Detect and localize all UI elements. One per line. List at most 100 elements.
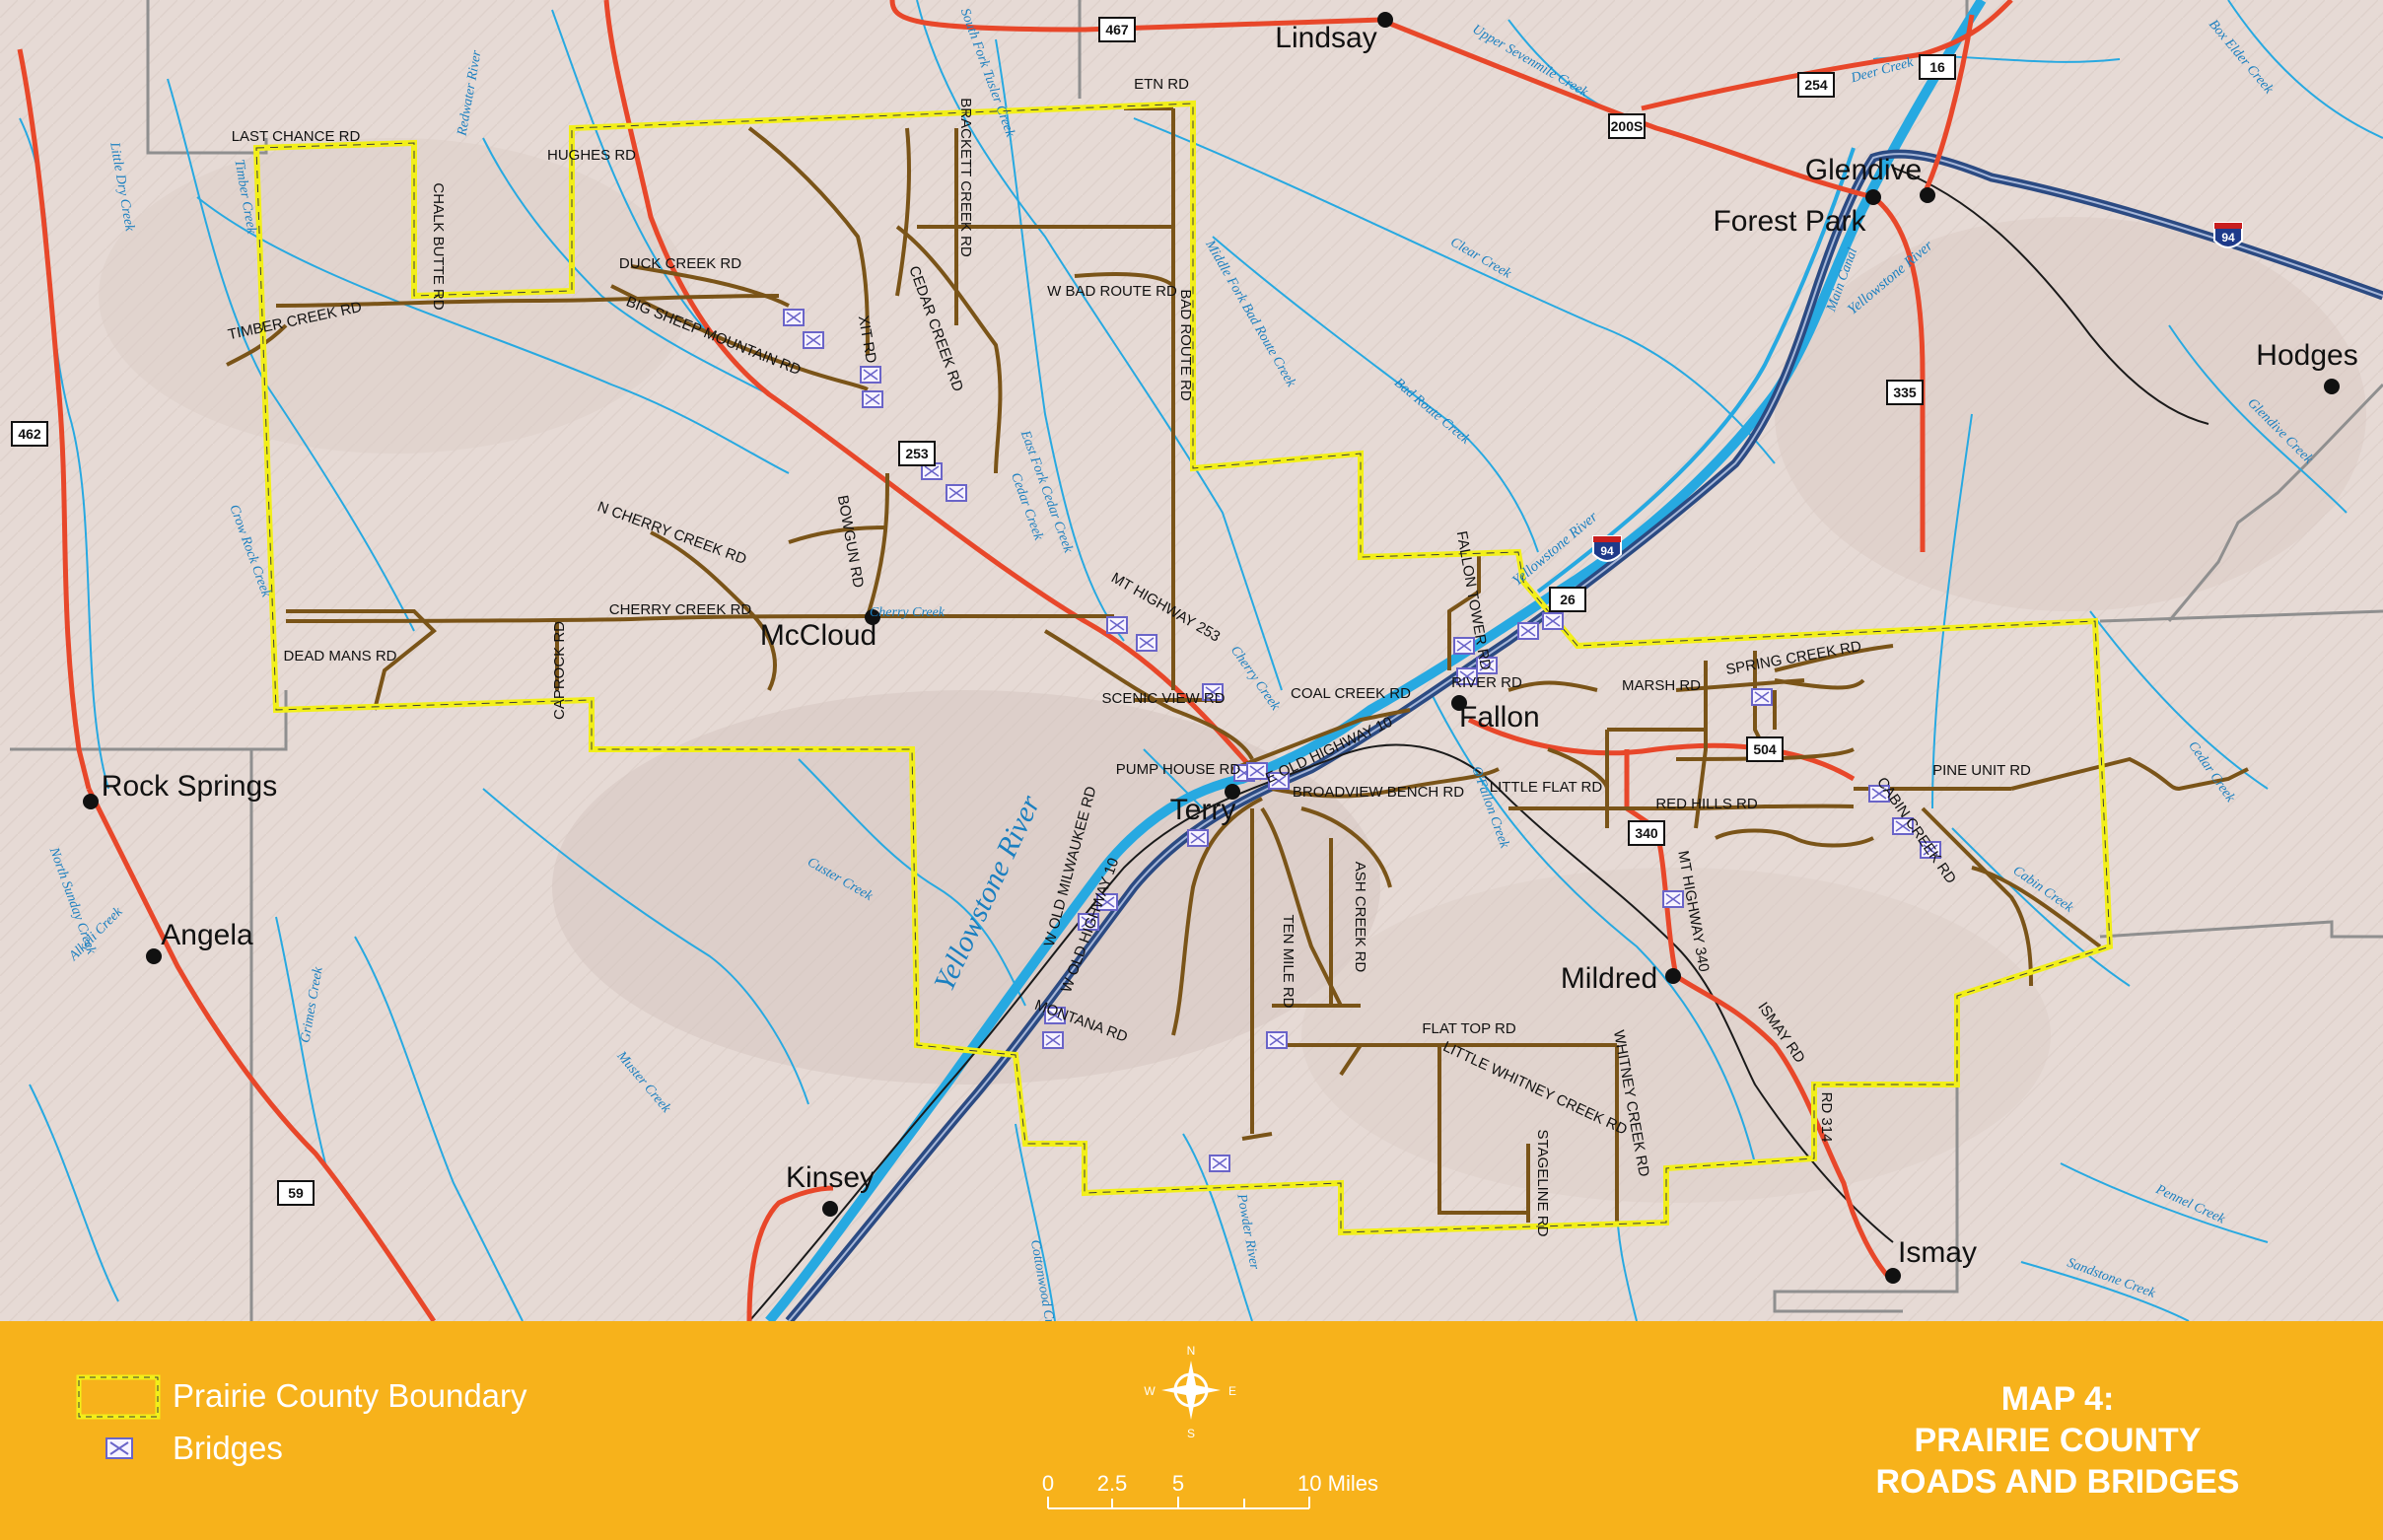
streams bbox=[19, 0, 2383, 1322]
interstate-shield: 94 bbox=[2213, 222, 2243, 248]
map-title-line-3: ROADS AND BRIDGES bbox=[1875, 1463, 2240, 1501]
town-marker bbox=[865, 609, 880, 625]
town-marker bbox=[822, 1201, 838, 1217]
road-label: BAD ROUTE RD bbox=[1177, 289, 1194, 401]
water-label: Cherry Creek bbox=[870, 605, 946, 620]
town-label: McCloud bbox=[760, 619, 876, 652]
legend-bridges-label: Bridges bbox=[173, 1430, 283, 1466]
scale-end-label: 10 Miles bbox=[1297, 1471, 1378, 1496]
bridge-icon bbox=[1892, 817, 1914, 835]
bridge-icon bbox=[1106, 616, 1128, 634]
legend-boundary-swatch bbox=[76, 1374, 161, 1420]
svg-text:16: 16 bbox=[1929, 59, 1945, 75]
scale-bar: 0 2.5 5 10 Miles bbox=[1042, 1471, 1378, 1509]
road-label: MARSH RD bbox=[1622, 677, 1701, 694]
road-label: W BAD ROUTE RD bbox=[1047, 283, 1177, 300]
highway-shield: 335 bbox=[1886, 380, 1924, 405]
svg-text:467: 467 bbox=[1105, 22, 1129, 37]
bridge-icon bbox=[1868, 785, 1890, 803]
town-marker bbox=[146, 948, 162, 964]
highway-shield: 467 bbox=[1098, 17, 1136, 42]
road-label: HUGHES RD bbox=[547, 147, 636, 164]
bridge-icon bbox=[1044, 1007, 1066, 1024]
town-label: Forest Park bbox=[1713, 205, 1866, 238]
scale-tick-0: 0 bbox=[1042, 1471, 1054, 1496]
railroad-line bbox=[748, 167, 2209, 1322]
bridge-icon bbox=[1456, 667, 1478, 685]
road-label: BROADVIEW BENCH RD bbox=[1293, 784, 1464, 801]
north-arrow-icon: N E S W bbox=[1144, 1344, 1236, 1440]
highway-shield: 253 bbox=[898, 441, 936, 466]
town-label: Rock Springs bbox=[102, 770, 277, 803]
highway-shield: 340 bbox=[1628, 820, 1665, 846]
town-marker bbox=[1885, 1268, 1901, 1284]
svg-text:504: 504 bbox=[1753, 741, 1777, 757]
bridge-icon bbox=[1136, 634, 1157, 652]
road-label: RD 314 bbox=[1818, 1092, 1835, 1143]
road-label: FLAT TOP RD bbox=[1422, 1020, 1515, 1037]
bridge-icon bbox=[783, 309, 805, 326]
bridge-icon bbox=[1517, 622, 1539, 640]
svg-text:254: 254 bbox=[1804, 77, 1828, 93]
bridge-icon bbox=[860, 366, 881, 384]
svg-text:94: 94 bbox=[1600, 544, 1614, 558]
road-label: RIVER RD bbox=[1451, 674, 1522, 691]
highway-shield: 200S bbox=[1608, 113, 1646, 139]
interstate-shield: 94 bbox=[1592, 535, 1622, 562]
legend-boundary-label: Prairie County Boundary bbox=[173, 1377, 527, 1414]
highway-shield: 16 bbox=[1919, 54, 1956, 80]
road-label: STAGELINE RD bbox=[1534, 1130, 1551, 1237]
bridge-icon bbox=[1078, 913, 1099, 931]
legend-bridge-icon bbox=[105, 1437, 133, 1459]
bridge-icon bbox=[803, 331, 824, 349]
road-label: PUMP HOUSE RD bbox=[1116, 761, 1241, 778]
road-label: ETN RD bbox=[1134, 76, 1189, 93]
town-marker bbox=[1225, 784, 1240, 800]
north-arrow-w: W bbox=[1144, 1384, 1156, 1398]
town-marker bbox=[1865, 189, 1881, 205]
bridge-icon bbox=[1751, 688, 1773, 706]
town-label: Hodges bbox=[2256, 339, 2357, 372]
road-label: CAPROCK RD bbox=[551, 621, 568, 720]
bridge-layer bbox=[783, 309, 1941, 1172]
bridge-icon bbox=[1202, 683, 1224, 701]
bridge-icon bbox=[862, 390, 883, 408]
town-label: Mildred bbox=[1561, 962, 1657, 995]
svg-text:253: 253 bbox=[905, 446, 929, 461]
town-marker bbox=[83, 794, 99, 809]
bridge-icon bbox=[1268, 772, 1290, 790]
bridge-icon bbox=[1662, 890, 1684, 908]
legend-boundary-swatch-dash bbox=[78, 1376, 159, 1418]
road-label: TEN MILE RD bbox=[1280, 914, 1297, 1008]
svg-text:26: 26 bbox=[1560, 592, 1576, 607]
county-boundary-inner-dash bbox=[255, 103, 2111, 1233]
road-label: SCENIC VIEW RD bbox=[1101, 690, 1225, 707]
town-label: Angela bbox=[161, 919, 253, 951]
terrain-shade bbox=[1301, 868, 2051, 1203]
town-label: Ismay bbox=[1898, 1236, 1977, 1269]
road-label: DUCK CREEK RD bbox=[619, 255, 741, 272]
bridge-icon bbox=[1209, 1155, 1230, 1172]
town-marker bbox=[1665, 968, 1681, 984]
highway-shield: 59 bbox=[277, 1180, 315, 1206]
town-marker bbox=[2324, 379, 2340, 394]
svg-text:340: 340 bbox=[1635, 825, 1658, 841]
town-label: Glendive bbox=[1805, 154, 1922, 186]
bridge-icon bbox=[1476, 657, 1498, 674]
svg-text:335: 335 bbox=[1893, 385, 1917, 400]
svg-text:200S: 200S bbox=[1611, 118, 1644, 134]
town-label: Lindsay bbox=[1275, 22, 1376, 54]
road-label: DEAD MANS RD bbox=[283, 648, 396, 665]
town-label: Terry bbox=[1170, 794, 1236, 826]
bridge-icon bbox=[1542, 612, 1564, 630]
bridge-icon bbox=[1920, 841, 1941, 859]
road-label: BRACKETT CREEK RD bbox=[957, 98, 974, 257]
terrain-shade bbox=[1775, 217, 2366, 611]
north-arrow-s: S bbox=[1187, 1427, 1195, 1440]
highway-shield: 26 bbox=[1549, 587, 1586, 612]
town-marker bbox=[1451, 695, 1467, 711]
scale-tick-2: 5 bbox=[1172, 1471, 1184, 1496]
